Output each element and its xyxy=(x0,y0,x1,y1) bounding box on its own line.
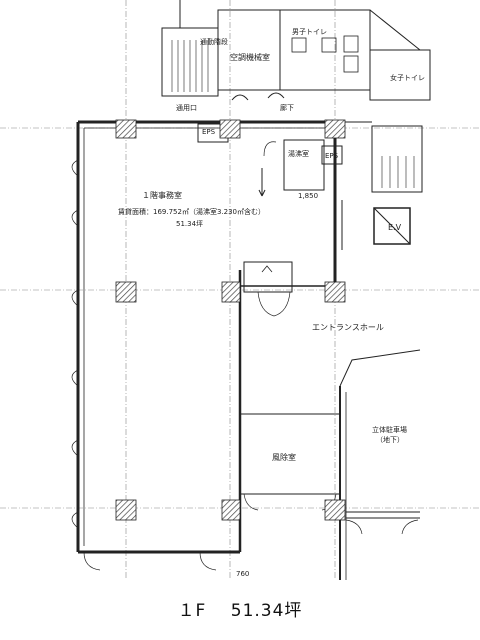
mens-wc-label: 男子トイレ xyxy=(292,28,327,36)
floor-plan: 通勤階段 空調機械室 男子トイレ 女子トイレ 通用口 廊下 EPS 湯沸室 EP… xyxy=(0,0,480,580)
structural-columns xyxy=(115,119,346,521)
entrance-walls xyxy=(240,261,421,580)
stairs-label: 通勤階段 xyxy=(200,37,228,46)
toilet-stalls xyxy=(291,35,359,73)
womens-wc-label: 女子トイレ xyxy=(390,73,425,82)
floor-area: 51.34坪 xyxy=(230,601,303,621)
rear-door-label: 通用口 xyxy=(176,103,197,112)
corridor-label: 廊下 xyxy=(280,103,294,112)
door-swings xyxy=(71,141,419,571)
office-walls xyxy=(76,120,337,554)
office-room-label: １階事務室 xyxy=(142,190,182,200)
parking-label: 立体駐車場 xyxy=(372,425,407,434)
entrance-hall-label: エントランスホール xyxy=(312,323,384,332)
upper-service-area xyxy=(161,0,431,101)
dimension-label-2: 760 xyxy=(236,570,249,578)
dimension-label-1: 1,850 xyxy=(298,192,318,200)
floor-caption: １F 51.34坪 xyxy=(0,596,480,621)
kitchenette-label: 湯沸室 xyxy=(288,149,309,158)
eps-label-2: EPS xyxy=(325,152,339,160)
floor-number: １F xyxy=(177,601,207,621)
office-area-line: 賃貸面積：169.752㎡（湯沸室3.230㎡含む） xyxy=(118,207,265,216)
machine-room-label: 空調機械室 xyxy=(230,52,270,62)
eps-label: EPS xyxy=(202,128,216,136)
right-structure xyxy=(335,121,423,250)
parking-sublabel: （地下） xyxy=(376,435,404,444)
elevator-label: E.V xyxy=(388,223,402,232)
stair-treads xyxy=(171,40,209,92)
office-area-tsubo: 51.34坪 xyxy=(176,220,203,228)
windbreak-label: 風除室 xyxy=(272,452,296,462)
